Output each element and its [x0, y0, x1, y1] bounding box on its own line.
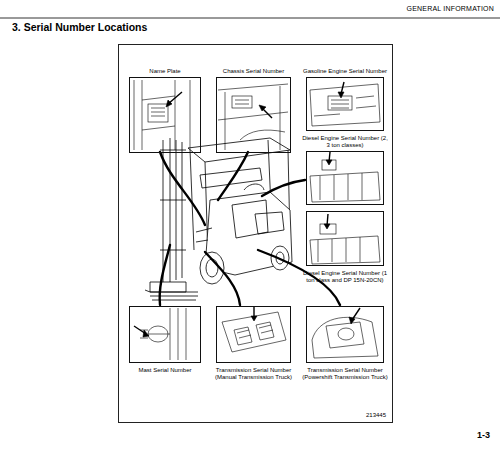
diesel-engine-sketch-part [320, 173, 362, 200]
diesel-engine-sketch-part [310, 236, 380, 264]
mast-sketch-part [143, 330, 149, 337]
leader-line-part [160, 245, 170, 305]
location-label: Diesel Engine Serial Number (2, 3 ton cl… [302, 135, 388, 149]
page-number: 1-3 [477, 430, 490, 440]
chassis-sketch-part [232, 96, 252, 108]
name-plate-sketch-part [148, 104, 168, 122]
location-label: Diesel Engine Serial Number (1 ton class… [302, 270, 388, 284]
forklift-drawing [145, 138, 292, 300]
manual-transmission-sketch-part [222, 312, 286, 352]
leader-line-part [160, 152, 205, 225]
gasoline-engine-sketch-part [328, 96, 352, 110]
figure-frame: 213445Name PlateChassis Serial NumberGas… [118, 44, 393, 423]
location-label: Gasoline Engine Serial Number [299, 68, 391, 75]
chassis-sketch-part [235, 100, 249, 104]
name-plate-sketch-part [142, 96, 175, 130]
chassis-sketch-part [218, 84, 288, 150]
location-inset: Diesel Engine Serial Number (2, 3 ton cl… [306, 151, 384, 205]
forklift-drawing-part [145, 290, 198, 300]
location-inset: Name Plate [129, 77, 201, 153]
diesel-engine-sketch-part [318, 237, 360, 262]
diesel-engine-sketch [310, 214, 380, 264]
powershift-transmission-sketch-part [326, 322, 364, 348]
chassis-sketch-part [259, 105, 266, 111]
forklift-drawing-part [150, 282, 186, 292]
chassis-sketch [218, 84, 288, 150]
powershift-transmission-sketch-part [338, 328, 354, 340]
diesel-engine-sketch [310, 152, 380, 202]
name-plate-sketch-part [151, 108, 165, 116]
location-inset: Chassis Serial Number [216, 77, 291, 153]
running-header: GENERAL INFORMATION [407, 5, 494, 12]
mast-sketch-part [140, 330, 170, 338]
diesel-engine-sketch-part [320, 224, 336, 234]
gasoline-engine-sketch-part [314, 96, 376, 116]
location-label: Name Plate [122, 68, 208, 75]
mast-sketch-part [170, 308, 186, 360]
gasoline-engine-sketch-part [338, 92, 344, 98]
location-label: Chassis Serial Number [211, 68, 297, 75]
name-plate-sketch-part [166, 100, 172, 107]
name-plate-sketch [134, 80, 190, 150]
diesel-engine-sketch-part [324, 224, 330, 229]
forklift-drawing-part [255, 212, 284, 234]
location-inset: Diesel Engine Serial Number (1 ton class… [306, 211, 384, 266]
forklift-drawing-part [196, 228, 212, 242]
diesel-engine-sketch-part [322, 160, 336, 170]
header-rule [0, 18, 500, 19]
leader-line-part [205, 252, 240, 305]
mast-sketch [134, 308, 186, 360]
manual-transmission-sketch-part [251, 316, 257, 321]
name-plate-sketch-part [134, 80, 190, 150]
location-inset: Transmission Serial Number (Manual Trans… [216, 306, 291, 363]
powershift-transmission-sketch [312, 308, 378, 358]
location-label: Transmission Serial Number (Manual Trans… [211, 367, 297, 381]
leader-line-part [218, 152, 248, 200]
diesel-engine-sketch-part [326, 160, 332, 165]
forklift-drawing-part [206, 259, 218, 277]
location-label: Transmission Serial Number (Powershift T… [302, 367, 388, 381]
location-label: Mast Serial Number [122, 367, 208, 374]
location-inset: Mast Serial Number [129, 306, 201, 363]
chassis-sketch-part [240, 130, 285, 140]
leader-line-part [262, 180, 305, 196]
forklift-drawing-part [232, 200, 268, 238]
powershift-transmission-sketch-part [349, 317, 355, 324]
manual-transmission-sketch-part [234, 322, 274, 345]
forklift-drawing-part [188, 138, 290, 162]
location-inset: Transmission Serial Number (Powershift T… [306, 306, 384, 363]
forklift-drawing-part [244, 184, 264, 190]
forklift-drawing-part [160, 150, 186, 250]
gasoline-engine-sketch-part [310, 84, 380, 126]
gasoline-engine-sketch-part [331, 100, 349, 108]
figure-number: 213445 [366, 412, 386, 418]
forklift-drawing-part [200, 168, 262, 188]
header-rule-part [0, 18, 500, 19]
powershift-transmission-sketch-part [312, 317, 378, 358]
diesel-engine-sketch-part [310, 172, 380, 202]
gasoline-engine-sketch [310, 82, 380, 126]
manual-transmission-sketch [222, 306, 286, 352]
page-title: 3. Serial Number Locations [12, 21, 147, 33]
manual-transmission-sketch-part [237, 325, 273, 338]
location-inset: Gasoline Engine Serial Number [306, 77, 384, 131]
